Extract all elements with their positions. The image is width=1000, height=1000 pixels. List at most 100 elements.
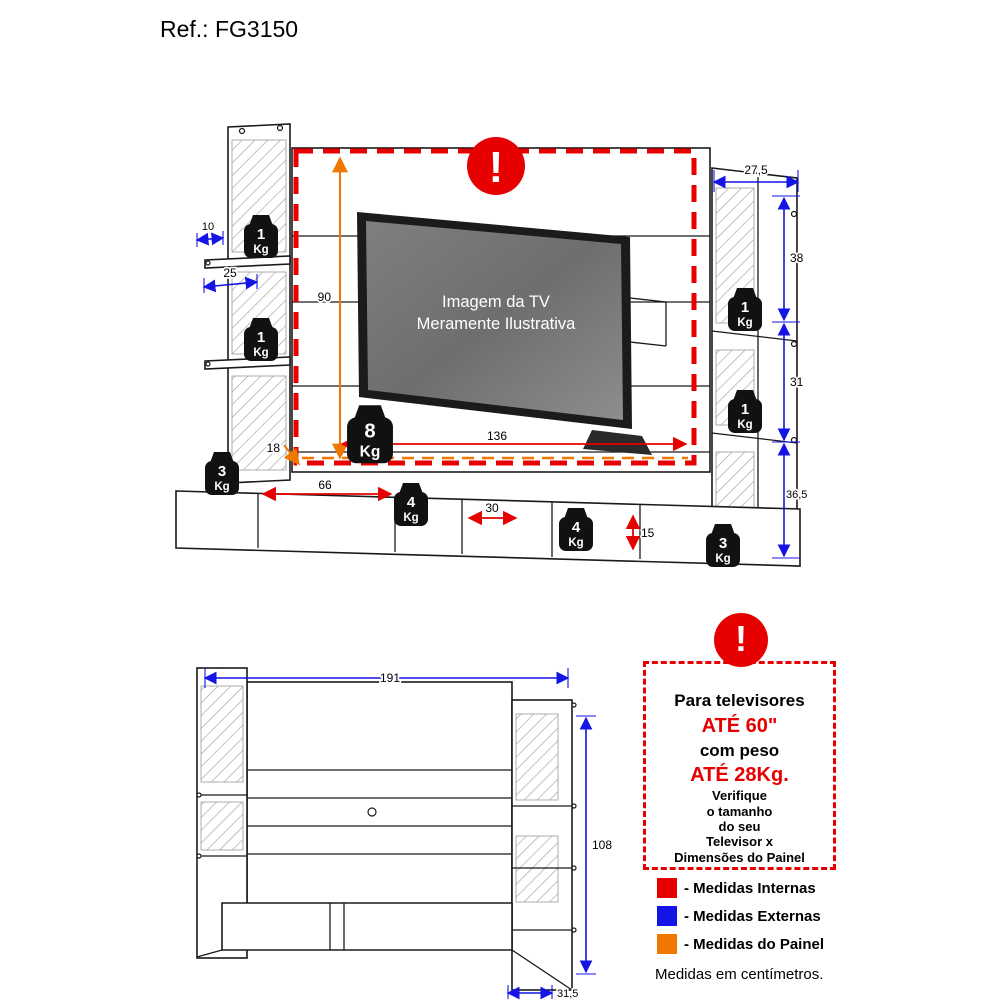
- warning-line6: o tamanho: [706, 803, 773, 819]
- warning-line8: Televisor x: [706, 834, 773, 850]
- svg-text:66: 66: [318, 478, 332, 492]
- warning-line5: Verifique: [712, 788, 767, 804]
- svg-text:3: 3: [218, 463, 226, 480]
- front-right-glass: [515, 713, 559, 801]
- svg-text:Kg: Kg: [737, 419, 752, 431]
- svg-text:1: 1: [741, 299, 749, 316]
- base-cabinet: [175, 490, 801, 567]
- front-right-shelves: [512, 805, 572, 931]
- weight-badge-right-lower: 1Kg: [728, 390, 762, 433]
- right-shelf-lower: [711, 432, 798, 444]
- front-base: [221, 902, 513, 951]
- warning-icon-top: !: [467, 137, 525, 195]
- svg-text:27,5: 27,5: [744, 163, 768, 177]
- svg-text:Kg: Kg: [253, 347, 268, 359]
- svg-text:Kg: Kg: [253, 244, 268, 256]
- svg-text:31,5: 31,5: [557, 988, 578, 1000]
- dim-top-depth: 27,5: [712, 161, 800, 192]
- dim-shelf-depth: 25: [202, 264, 259, 293]
- dim-total-width: 191: [203, 668, 570, 688]
- front-left-glass: [200, 685, 244, 783]
- front-base-dividers: [196, 903, 573, 991]
- dim-panel-height: 90: [316, 156, 348, 460]
- dim-panel-side: 18: [265, 439, 300, 466]
- right-tower-glass-panels: [715, 187, 755, 548]
- svg-text:31: 31: [790, 375, 804, 389]
- weight-badge-base-left: 4Kg: [394, 483, 428, 526]
- front-right-knobs: [571, 702, 577, 933]
- tv-caption-line1: Imagem da TV: [442, 293, 550, 311]
- legend-external: - Medidas Externas: [657, 906, 824, 926]
- warning-line7: do seu: [718, 818, 761, 834]
- warning-line1: Para televisores: [674, 691, 805, 710]
- warning-line3: com peso: [699, 740, 780, 760]
- reference-code: Ref.: FG3150: [160, 16, 299, 42]
- svg-text:1: 1: [741, 401, 749, 418]
- front-back-panel: [246, 681, 513, 906]
- dim-base-left: 66: [261, 476, 393, 502]
- knob: [238, 127, 246, 135]
- dim-shelf-offset: 10: [195, 219, 225, 247]
- dim-total-depth: 31,5: [506, 985, 580, 1000]
- svg-text:18: 18: [267, 441, 281, 455]
- svg-text:4: 4: [572, 519, 581, 536]
- svg-text:25: 25: [223, 266, 237, 280]
- legend-external-label: - Medidas Externas: [684, 907, 821, 925]
- front-right-glass2: [515, 835, 559, 903]
- svg-text:Kg: Kg: [403, 512, 418, 524]
- weight-badge-right-upper: 1Kg: [728, 288, 762, 331]
- legend-panel-label: - Medidas do Painel: [684, 935, 825, 953]
- svg-text:!: !: [489, 143, 504, 192]
- units-footnote: Medidas em centímetros.: [655, 966, 824, 983]
- svg-text:15: 15: [641, 526, 655, 540]
- warning-line2: ATÉ 60": [701, 714, 778, 737]
- front-left-glass2: [200, 801, 244, 851]
- warning-icon-bottom: !: [714, 613, 768, 667]
- dim-base-height: 15: [625, 514, 656, 551]
- svg-text:136: 136: [487, 429, 507, 443]
- knob: [196, 792, 202, 798]
- internal-color-swatch: [657, 878, 677, 898]
- legend-internal-label: - Medidas Internas: [684, 879, 816, 897]
- dim-right-chain: 38 31 36,5: [772, 195, 809, 559]
- weight-badge-left-upper: 1Kg: [244, 215, 278, 258]
- weight-badge-base-right: 4Kg: [559, 508, 593, 551]
- svg-text:Kg: Kg: [737, 317, 752, 329]
- warning-line9: Dimensões do Painel: [674, 849, 805, 865]
- knob: [276, 124, 284, 132]
- dim-total-height: 108: [576, 715, 614, 975]
- svg-text:30: 30: [485, 501, 499, 515]
- tv-mount-bracket: [629, 297, 667, 347]
- svg-text:4: 4: [407, 494, 416, 511]
- svg-text:191: 191: [380, 671, 400, 685]
- tv-wall-unit-front-view: [196, 667, 577, 991]
- knob: [205, 260, 211, 266]
- tv-size-warning-box: Para televisores ATÉ 60" com peso ATÉ 28…: [643, 661, 836, 870]
- weight-badge-tv: 8Kg: [347, 405, 393, 464]
- front-panel-slats: [247, 769, 512, 855]
- legend-panel: - Medidas do Painel: [657, 934, 824, 954]
- panel-color-swatch: [657, 934, 677, 954]
- svg-text:Kg: Kg: [568, 537, 583, 549]
- dim-inner-width: 136: [340, 427, 688, 452]
- external-color-swatch: [657, 906, 677, 926]
- svg-text:3: 3: [719, 535, 727, 552]
- weight-badge-left-lower: 1Kg: [244, 318, 278, 361]
- knob: [205, 361, 211, 367]
- svg-text:10: 10: [202, 221, 214, 233]
- svg-text:Kg: Kg: [360, 444, 381, 461]
- tv-caption-line2: Meramente Ilustrativa: [417, 315, 576, 333]
- svg-text:36,5: 36,5: [786, 489, 807, 501]
- tv-screen: [366, 221, 623, 420]
- left-tower-glass-panels: [231, 139, 287, 471]
- svg-text:90: 90: [318, 290, 332, 304]
- svg-text:108: 108: [592, 838, 612, 852]
- warning-line4: ATÉ 28Kg.: [690, 764, 789, 787]
- knob: [196, 853, 202, 859]
- svg-text:1: 1: [257, 226, 265, 243]
- svg-text:8: 8: [364, 421, 375, 443]
- svg-text:Kg: Kg: [715, 553, 730, 565]
- cable-hole: [367, 807, 377, 817]
- dim-base-mid: 30: [467, 499, 518, 526]
